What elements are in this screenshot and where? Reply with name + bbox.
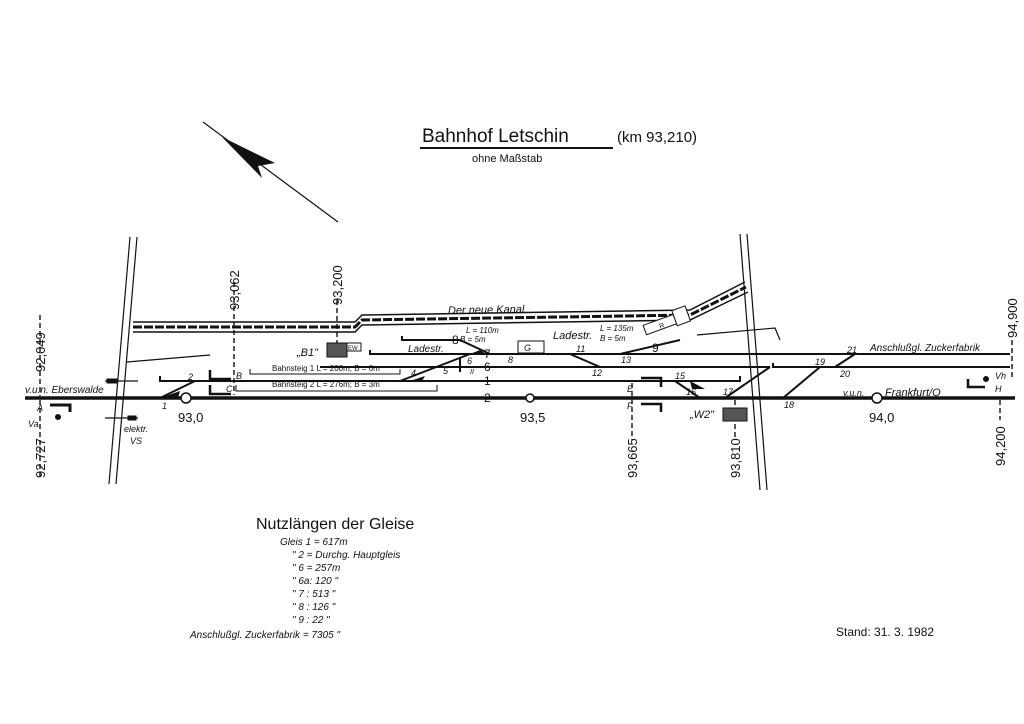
signal-va-label: Va xyxy=(28,419,39,429)
km-marker-93-200: 93,200 xyxy=(330,265,345,305)
switch-labels: 1 2 4 5 6 8 11 12 13 15 16 17 18 19 20 2… xyxy=(162,344,857,411)
legend-rows: Gleis 1 = 617m " 2 = Durchg. Hauptgleis … xyxy=(189,537,400,641)
track-label-1: 1 xyxy=(484,374,491,388)
track-1 xyxy=(159,376,741,382)
legend-row: " 6a: 120 " xyxy=(292,576,338,587)
building-g-label: G xyxy=(524,343,531,353)
km-marker-93-665: 93,665 xyxy=(625,438,640,478)
switch-2: 2 xyxy=(187,372,193,382)
track-8 xyxy=(401,336,491,355)
km-post-label-93-5: 93,5 xyxy=(520,410,545,425)
legend-title: Nutzlängen der Gleise xyxy=(256,516,414,533)
switch-13: 13 xyxy=(621,355,631,365)
title-km: (km 93,210) xyxy=(617,129,697,146)
loading-street-1-width: B = 5m xyxy=(460,335,486,344)
building-ew xyxy=(346,342,362,352)
km-post-94-0 xyxy=(871,392,883,404)
road-left xyxy=(108,236,211,485)
loading-street-2: Ladestr. xyxy=(553,330,592,342)
km-marker-93-810: 93,810 xyxy=(728,438,743,478)
km-post-93-5 xyxy=(525,393,535,403)
loading-street-2-length: L = 135m xyxy=(600,324,634,333)
switch-15: 15 xyxy=(675,371,686,381)
platform-2-label: Bahnsteig 2 L = 276m; B = 3m xyxy=(272,380,380,389)
loading-street-2-width: B = 5m xyxy=(600,334,626,343)
building-r-label: R xyxy=(659,322,666,330)
km-post-label-93-0: 93,0 xyxy=(178,410,203,425)
legend-row: " 6 = 257m xyxy=(292,563,340,574)
scale-note: ohne Maßstab xyxy=(472,153,542,165)
signal-c-label: C xyxy=(226,384,233,394)
switch-12: 12 xyxy=(592,368,602,378)
direction-east-city: Frankfurt/O xyxy=(885,387,941,399)
legend-row: " 8 : 126 " xyxy=(292,602,336,613)
signal-icons xyxy=(50,358,989,421)
switch-18: 18 xyxy=(784,400,794,410)
building-r: R xyxy=(642,305,692,336)
track-label-8: 8 xyxy=(452,333,459,347)
signal-vh-label: Vh xyxy=(995,371,1006,381)
km-post-label-94-0: 94,0 xyxy=(869,410,894,425)
platform-1 xyxy=(249,369,401,375)
canal-label: Der neue Kanal xyxy=(448,304,525,317)
direction-west: v.u.n. Eberswalde xyxy=(25,385,104,396)
km-marker-92-049: 92,049 xyxy=(33,332,48,372)
km-marker-93-062: 93,062 xyxy=(227,270,242,310)
switch-19: 19 xyxy=(815,357,825,367)
signal-f-label: F xyxy=(627,401,633,411)
signal-a-label: A xyxy=(36,403,43,413)
signal-b-label: B xyxy=(236,371,242,381)
switch-21: 21 xyxy=(846,345,857,355)
building-w2-label: „W2" xyxy=(689,409,715,421)
loading-street-1-length: L = 110m xyxy=(466,326,499,335)
signal-e-label: E xyxy=(627,384,634,394)
km-marker-92-727: 92,727 xyxy=(33,438,48,478)
switch-1: 1 xyxy=(162,401,167,411)
road-right xyxy=(696,233,781,491)
km-post-93-0 xyxy=(180,392,192,404)
switch-5: 5 xyxy=(443,366,449,376)
building-b1 xyxy=(326,342,348,358)
legend-row: " 7 : 513 " xyxy=(292,589,336,600)
north-arrow-icon xyxy=(202,121,339,223)
track-9 xyxy=(619,339,681,355)
track-label-2: 2 xyxy=(484,391,491,405)
km-marker-94-900: 94,900 xyxy=(1005,298,1020,338)
track-label-9: 9 xyxy=(652,341,659,355)
loading-street-1: Ladestr. xyxy=(408,344,444,355)
vs-label: VS xyxy=(130,436,142,446)
km-markers xyxy=(39,282,1013,480)
track-label-6: 6 xyxy=(484,360,491,374)
signal-h-label: H xyxy=(995,384,1002,394)
legend-row: Anschlußgl. Zuckerfabrik = 7305 " xyxy=(189,630,340,641)
direction-east-prefix: v.u.n. xyxy=(843,388,864,398)
legend-row: Gleis 1 = 617m xyxy=(280,537,348,548)
track-label-7: 7 xyxy=(484,347,491,361)
building-g xyxy=(517,340,545,354)
switch-16: 16 xyxy=(686,387,696,397)
elektr-label: elektr. xyxy=(124,424,148,434)
title: Bahnhof Letschin xyxy=(422,126,569,147)
siding-label: Anschlußgl. Zuckerfabrik xyxy=(869,343,981,354)
building-w2 xyxy=(722,407,748,422)
track-7 xyxy=(369,350,1010,355)
platform-2 xyxy=(235,385,438,392)
switch-20: 20 xyxy=(839,369,850,379)
legend-row: " 9 : 22 " xyxy=(292,615,330,626)
date-stamp: Stand: 31. 3. 1982 xyxy=(836,625,934,639)
building-ew-label: EW xyxy=(348,346,358,352)
km-marker-94-200: 94,200 xyxy=(993,426,1008,466)
switch-17: 17 xyxy=(723,387,734,397)
switch-4: 4 xyxy=(411,368,416,378)
switch-8: 8 xyxy=(508,355,513,365)
switch-6: 6 xyxy=(467,356,472,366)
signal-ii-label: II xyxy=(470,369,474,376)
switch-11: 11 xyxy=(576,344,585,354)
building-b1-label: „B1" xyxy=(296,347,319,359)
canal xyxy=(133,281,749,333)
legend-row: " 2 = Durchg. Hauptgleis xyxy=(292,550,400,561)
platform-1-label: Bahnsteig 1 L = 200m; B = 6m xyxy=(272,364,380,373)
